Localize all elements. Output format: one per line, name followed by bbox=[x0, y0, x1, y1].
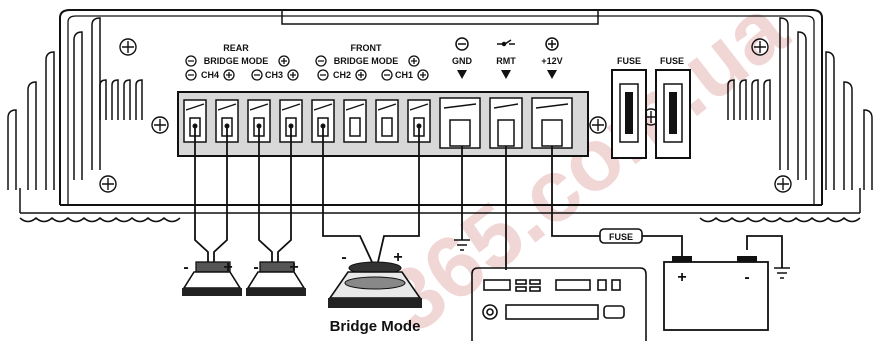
terminal-dots bbox=[192, 123, 422, 129]
battery: + - bbox=[663, 256, 769, 331]
inline-fuse-label: FUSE bbox=[609, 232, 633, 242]
head-unit bbox=[471, 267, 647, 341]
power-labels: GND RMT +12V bbox=[452, 37, 563, 79]
speaker-wires bbox=[194, 126, 783, 270]
channel-labels: REAR BRIDGE MODE CH4 CH3 FRONT BRIDGE MO… bbox=[185, 43, 429, 81]
ch1-label: CH1 bbox=[395, 70, 413, 80]
screw-icon bbox=[119, 38, 137, 56]
ground-icon bbox=[774, 267, 790, 279]
fuse-label-2: FUSE bbox=[660, 56, 684, 66]
speaker-icon bbox=[246, 261, 306, 296]
rmt-label: RMT bbox=[496, 56, 516, 66]
ch2-label: CH2 bbox=[333, 70, 351, 80]
plus-sign: + bbox=[289, 259, 298, 276]
heatsink-fins-right bbox=[727, 17, 873, 190]
battery-minus-sign: - bbox=[744, 269, 749, 286]
screw-icon bbox=[99, 175, 117, 193]
speaker-icon bbox=[328, 261, 422, 308]
plus-sign: + bbox=[393, 249, 402, 266]
front-label: FRONT bbox=[351, 43, 382, 53]
inline-fuse: FUSE bbox=[599, 228, 643, 244]
screw-icon bbox=[774, 175, 792, 193]
minus-sign: - bbox=[183, 259, 188, 276]
minus-sign: - bbox=[341, 249, 346, 266]
rear-label: REAR bbox=[223, 43, 249, 53]
screw-icon bbox=[151, 116, 169, 134]
speaker-icon bbox=[182, 261, 242, 296]
plus12v-label: +12V bbox=[541, 56, 562, 66]
battery-plus-sign: + bbox=[677, 269, 686, 286]
amplifier-chassis bbox=[19, 9, 861, 223]
minus-sign: - bbox=[253, 259, 258, 276]
ground-icon bbox=[454, 239, 470, 251]
ch4-label: CH4 bbox=[201, 70, 219, 80]
amplifier-fuses: FUSE FUSE bbox=[611, 56, 691, 159]
ch3-label: CH3 bbox=[265, 70, 283, 80]
gnd-label: GND bbox=[452, 56, 473, 66]
bridge-mode-label-rear: BRIDGE MODE bbox=[204, 56, 269, 66]
terminal-block bbox=[177, 91, 589, 157]
bridge-mode-caption: Bridge Mode bbox=[330, 318, 421, 335]
heatsink-fins-left bbox=[7, 17, 143, 190]
plus-sign: + bbox=[223, 259, 232, 276]
screw-icon bbox=[589, 116, 607, 134]
bridge-mode-label-front: BRIDGE MODE bbox=[334, 56, 399, 66]
screw-icon bbox=[751, 38, 769, 56]
fuse-label-1: FUSE bbox=[617, 56, 641, 66]
